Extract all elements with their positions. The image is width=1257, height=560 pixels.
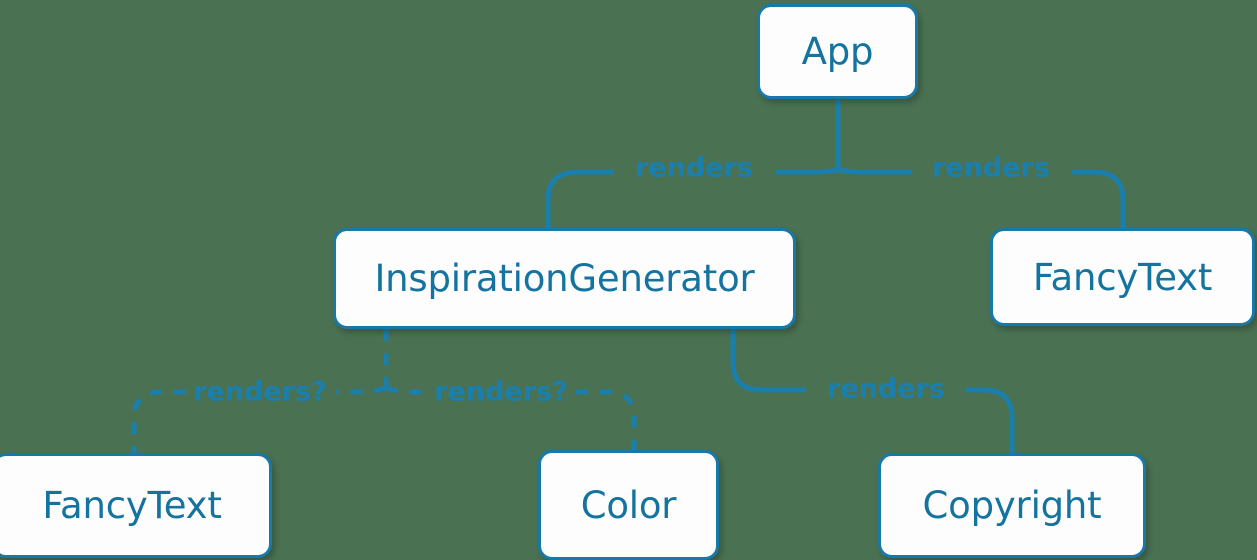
edge-label-inspiration-generator-to-copyright: renders (827, 373, 945, 405)
edge-label-app-to-fancytext: renders (932, 152, 1050, 184)
node-fancytext-bottom-label: FancyText (42, 484, 222, 527)
node-inspiration-generator-label: InspirationGenerator (374, 257, 755, 300)
edge-app-to-inspiration-generator (545, 167, 839, 228)
edge-inspiration-generator-to-fancytext (131, 385, 387, 455)
node-inspiration-generator[interactable]: InspirationGenerator (333, 228, 796, 329)
node-app-label: App (801, 30, 874, 73)
node-fancytext-right[interactable]: FancyText (990, 228, 1255, 326)
edge-label-app-to-inspiration-generator: renders (635, 152, 753, 184)
node-color[interactable]: Color (538, 450, 719, 560)
node-fancytext-right-label: FancyText (1032, 255, 1213, 299)
node-fancytext-bottom[interactable]: FancyText (0, 453, 272, 558)
edge-label-inspiration-generator-to-color: renders? (434, 376, 568, 408)
edge-inspiration-generator-to-copyright (730, 329, 1015, 453)
node-copyright[interactable]: Copyright (878, 453, 1146, 558)
node-color-label: Color (580, 483, 677, 527)
edge-label-inspiration-generator-to-fancytext: renders? (193, 376, 327, 408)
node-app[interactable]: App (757, 4, 918, 99)
edge-app-to-fancytext (837, 167, 1126, 228)
node-copyright-label: Copyright (922, 484, 1102, 527)
edge-inspiration-generator-to-color (385, 385, 637, 452)
